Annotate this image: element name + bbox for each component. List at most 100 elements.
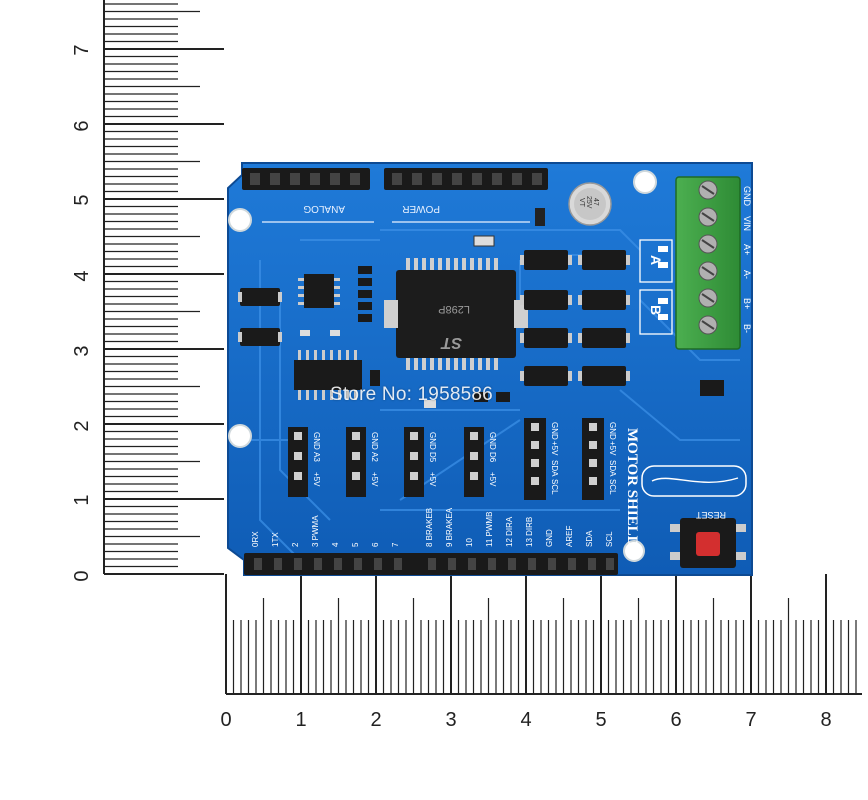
smd-component <box>473 235 495 247</box>
digital-label-4: 4 <box>331 542 340 547</box>
header-pin <box>294 558 302 570</box>
header-pin <box>354 558 362 570</box>
h-label-3: 3 <box>445 709 456 731</box>
header-pin <box>568 558 576 570</box>
h-label-4: 4 <box>520 709 531 731</box>
screw-terminal-block <box>675 176 741 350</box>
digital-header <box>244 553 618 575</box>
digital-label-5: 5 <box>351 542 360 547</box>
header-pin <box>448 558 456 570</box>
terminal-label-vin: VIN <box>742 216 752 231</box>
h-label-0: 0 <box>220 709 231 731</box>
i2c2-pin-sda: SDA <box>608 460 617 477</box>
sensor-d6-pin-5v: +5V <box>488 472 497 487</box>
digital-label-3: 3 PWMA <box>311 515 320 547</box>
header-pin <box>468 558 476 570</box>
h-label-1: 1 <box>295 709 306 731</box>
digital-label-0: 0RX <box>251 531 260 547</box>
header-pin <box>314 558 322 570</box>
sensor-header-d6 <box>464 427 484 497</box>
digital-label-16: SDA <box>585 530 594 547</box>
smd-component <box>535 208 545 226</box>
v-label-2: 2 <box>71 420 93 431</box>
digital-label-6: 6 <box>371 542 380 547</box>
header-pin <box>254 558 262 570</box>
reset-label: RESET <box>695 510 726 520</box>
channel-a-label: A <box>648 255 664 265</box>
v-label-6: 6 <box>71 120 93 131</box>
vertical-ruler-labels: 7 6 5 4 3 2 1 0 <box>71 44 93 581</box>
i2c2-pin-scl: SCL <box>608 479 617 495</box>
chip-model-text: L298P <box>438 303 470 315</box>
v-label-7: 7 <box>71 44 93 55</box>
h-label-5: 5 <box>595 709 606 731</box>
digital-label-11: 11 PWMB <box>485 512 494 547</box>
header-pin <box>274 558 282 570</box>
terminal-labels: GND VIN A+ A- B+ B- <box>742 186 752 333</box>
digital-label-8: 8 BRAKEB <box>425 508 434 547</box>
h-label-8: 8 <box>820 709 831 731</box>
sensor-d5-pin-d5: D5 <box>428 452 437 463</box>
i2c1-pin-scl: SCL <box>550 479 559 495</box>
digital-label-15: AREF <box>565 526 574 547</box>
v-label-3: 3 <box>71 345 93 356</box>
i2c1-pin-sda: SDA <box>550 460 559 477</box>
capacitor-text-2: 25V <box>585 196 592 209</box>
mounting-hole <box>228 424 252 448</box>
sensor-d6-pin-d6: D6 <box>488 452 497 463</box>
store-watermark: Store No: 1958586 <box>330 384 493 405</box>
digital-label-12: 12 DIRA <box>505 516 514 547</box>
header-pin <box>488 558 496 570</box>
motor-shield-board: ANALOG POWER 47 25V VT <box>227 162 753 576</box>
horizontal-ruler-ticks <box>225 574 857 694</box>
resistors <box>300 266 724 408</box>
h-label-6: 6 <box>670 709 681 731</box>
small-ic-top <box>298 274 340 308</box>
board-title: MOTOR SHIELD <box>624 428 640 547</box>
sensor-header-d5 <box>404 427 424 497</box>
header-pin <box>428 558 436 570</box>
header-pin <box>394 558 402 570</box>
sensor-d6-pin-gnd: GND <box>488 432 497 450</box>
i2c-header-labels: GND +5V SDA SCL GND +5V SDA SCL <box>550 422 617 495</box>
header-pin <box>606 558 614 570</box>
l298p-chip: L298P ST <box>384 258 528 370</box>
i2c-header-2 <box>582 418 604 500</box>
analog-header <box>242 168 370 190</box>
logic-ic <box>294 350 362 400</box>
horizontal-ruler-labels: 0 1 2 3 4 5 6 7 8 <box>220 709 831 731</box>
terminal-label-gnd: GND <box>742 186 752 207</box>
sensor-a2-pin-5v: +5V <box>370 472 379 487</box>
i2c1-pin-5v: +5V <box>550 441 559 456</box>
digital-label-10: 10 <box>465 538 474 547</box>
power-label: POWER <box>402 203 440 214</box>
v-label-4: 4 <box>71 270 93 281</box>
sensor-header-labels: GND A3 +5V GND A2 +5V GND D5 +5V GND D6 … <box>312 432 497 487</box>
channel-b-label: B <box>648 305 664 315</box>
h-label-2: 2 <box>370 709 381 731</box>
terminal-label-b-minus: B- <box>742 324 752 333</box>
analog-label: ANALOG <box>303 203 345 214</box>
digital-label-7: 7 <box>391 542 400 547</box>
v-label-0: 0 <box>71 570 93 581</box>
digital-label-9: 9 BRAKEA <box>445 507 454 547</box>
digital-label-2: 2 <box>291 542 300 547</box>
i2c2-pin-5v: +5V <box>608 441 617 456</box>
vertical-ruler-ticks <box>104 3 224 575</box>
header-pin <box>374 558 382 570</box>
chip-brand-text: ST <box>440 334 462 351</box>
mounting-hole <box>633 170 657 194</box>
terminal-label-a-minus: A- <box>742 270 752 279</box>
header-pin <box>548 558 556 570</box>
sensor-header-a3 <box>288 427 308 497</box>
sensor-d5-pin-5v: +5V <box>428 472 437 487</box>
header-pin <box>508 558 516 570</box>
diodes <box>238 250 630 386</box>
sensor-header-a2 <box>346 427 366 497</box>
digital-label-14: GND <box>545 529 554 547</box>
sensor-d5-pin-gnd: GND <box>428 432 437 450</box>
i2c-header-1 <box>524 418 546 500</box>
logo-box <box>641 465 747 497</box>
header-pin <box>528 558 536 570</box>
